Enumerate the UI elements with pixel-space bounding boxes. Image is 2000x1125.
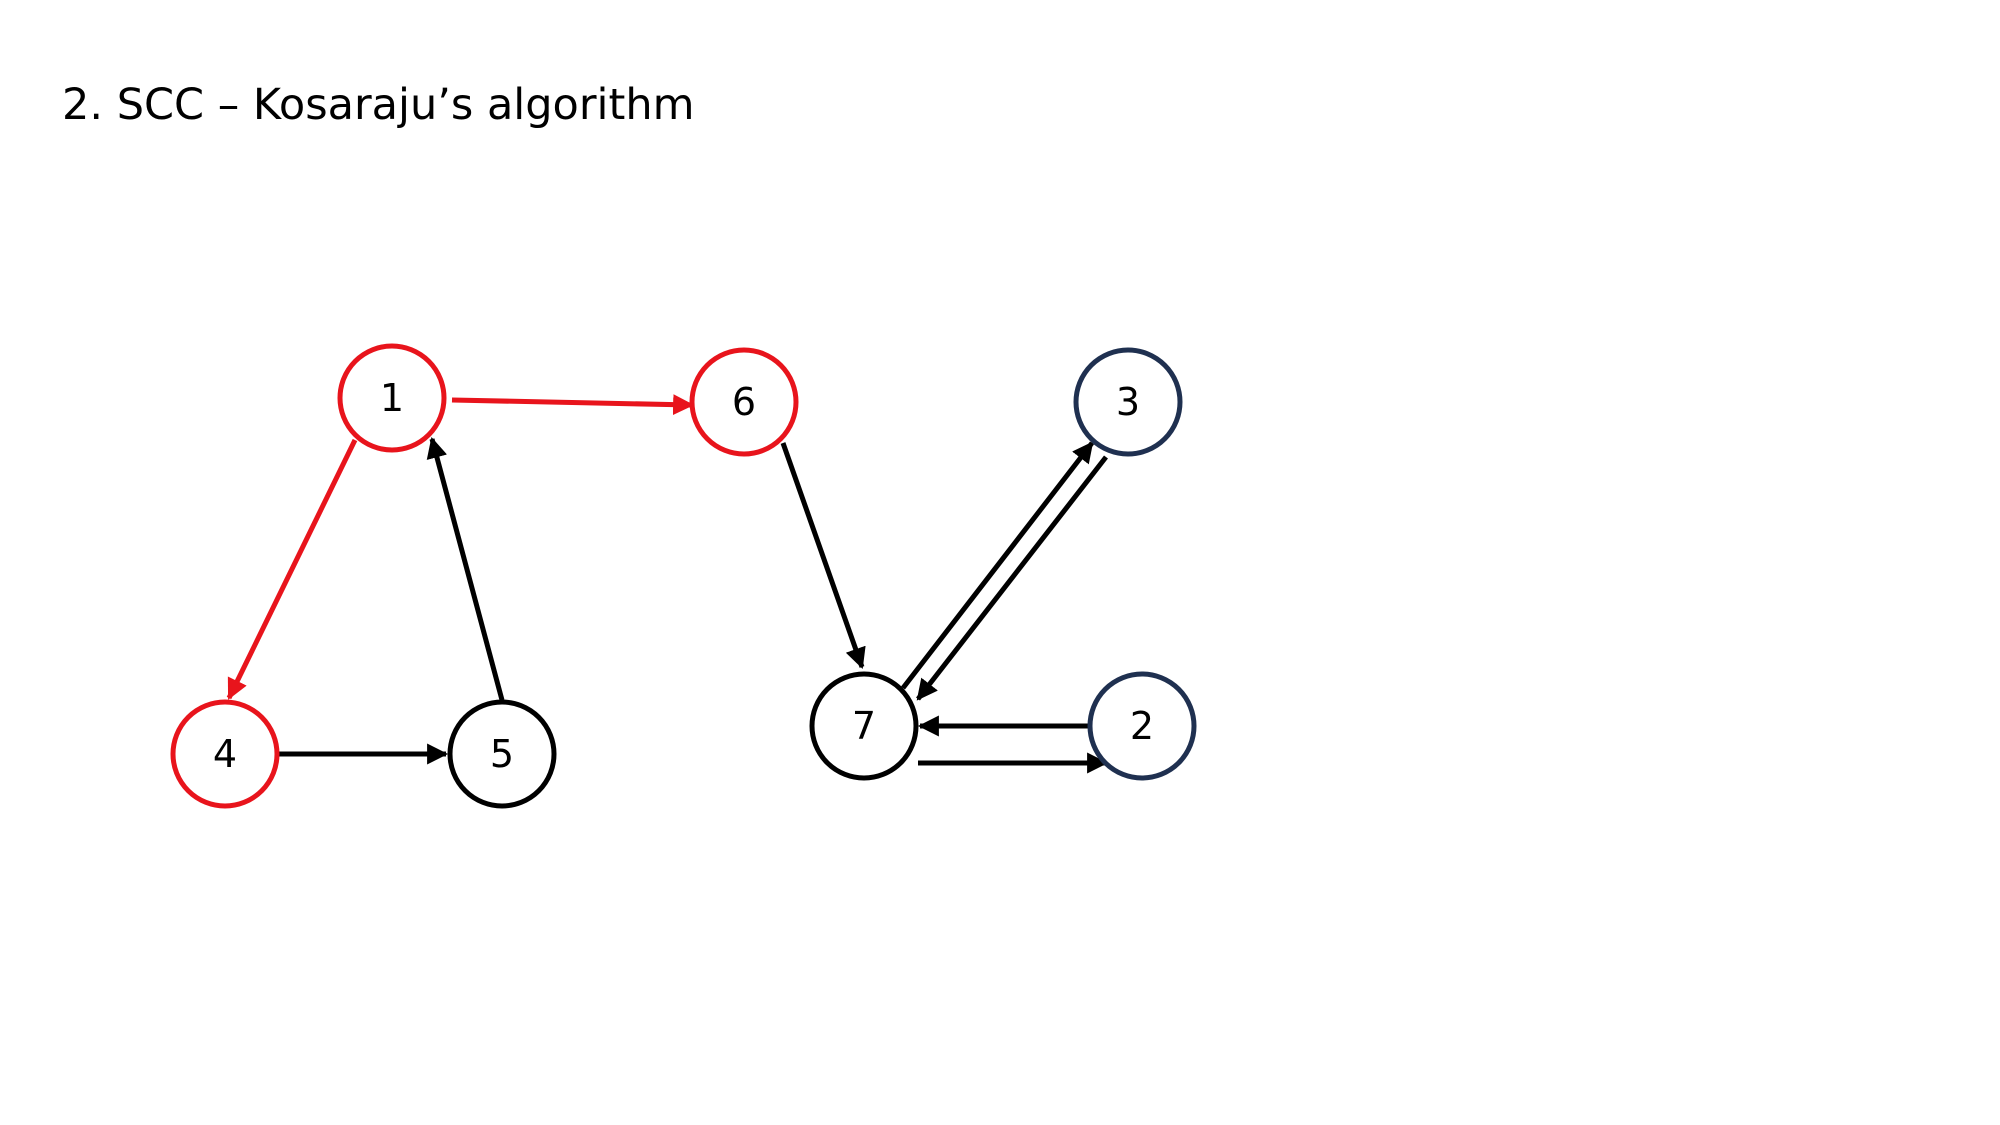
- graph-node-5: 5: [447, 699, 557, 809]
- edge-1-to-6: [451, 394, 695, 416]
- graph-node-1: 1: [337, 343, 447, 453]
- node-label-2: 2: [1130, 704, 1154, 748]
- edge-3-to-7: [916, 455, 1108, 701]
- node-label-4: 4: [213, 732, 237, 776]
- edge-7-to-3: [901, 441, 1094, 690]
- edge-6-to-7: [780, 442, 866, 669]
- edge-5-to-1: [426, 436, 505, 701]
- graph-node-3: 3: [1073, 347, 1183, 457]
- node-label-3: 3: [1116, 380, 1140, 424]
- edges-layer: [226, 394, 1109, 774]
- edge-1-to-4: [226, 438, 358, 700]
- nodes-layer: 1 6 3 4 5 7 2: [170, 343, 1197, 809]
- node-label-5: 5: [490, 732, 514, 776]
- slide-title: 2. SCC – Kosaraju’s algorithm: [62, 80, 695, 130]
- node-label-6: 6: [732, 380, 756, 424]
- graph-node-7: 7: [809, 671, 919, 781]
- graph-node-6: 6: [689, 347, 799, 457]
- node-label-7: 7: [852, 704, 876, 748]
- node-label-1: 1: [380, 376, 404, 420]
- graph-node-2: 2: [1087, 671, 1197, 781]
- graph-node-4: 4: [170, 699, 280, 809]
